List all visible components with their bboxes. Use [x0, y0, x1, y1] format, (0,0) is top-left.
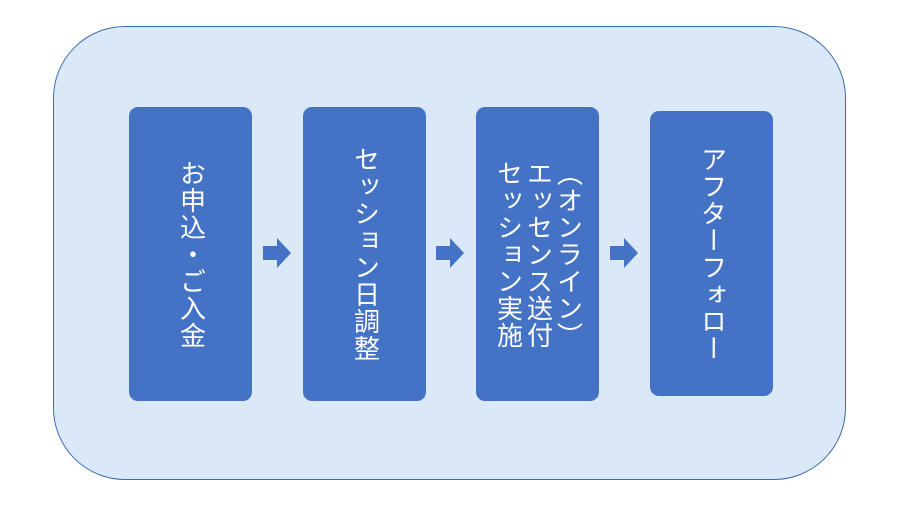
arrow-right-icon [610, 238, 638, 268]
step-label: アフターフォロー [696, 145, 727, 362]
step-after-follow: アフターフォロー [650, 111, 773, 396]
step-label: （オンライン） エッセンス送付 セッション実施 [492, 159, 583, 349]
step-session-scheduling: セッション日調整 [303, 107, 426, 401]
step-label: セッション日調整 [349, 146, 380, 362]
step-application-payment: お申込・ご入金 [129, 107, 252, 401]
step-label: お申込・ご入金 [175, 159, 206, 349]
arrow-right-icon [436, 238, 464, 268]
step-online-session: （オンライン） エッセンス送付 セッション実施 [476, 107, 599, 401]
arrow-right-icon [263, 238, 291, 268]
